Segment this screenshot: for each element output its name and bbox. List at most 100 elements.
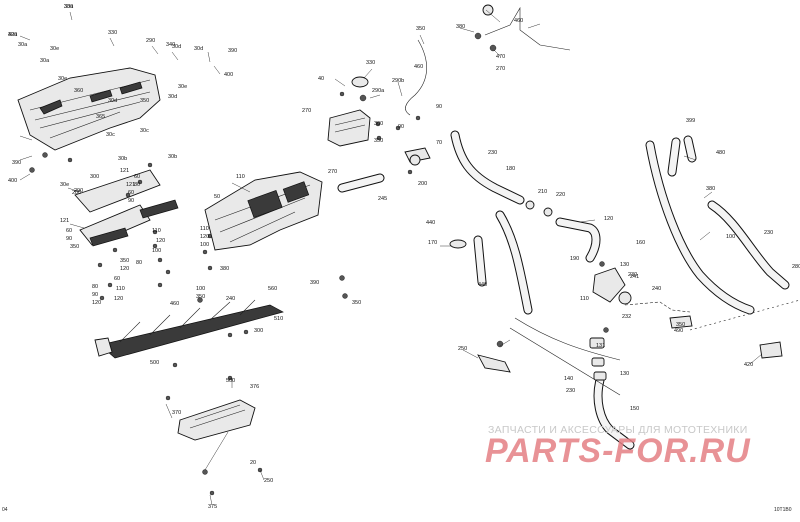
callout-label: 121 [126, 182, 135, 188]
hose-380-left [449, 235, 487, 287]
callout-label: 560 [268, 286, 277, 292]
callout-label: 30a [40, 58, 50, 64]
callout-label: 365 [96, 114, 105, 120]
leader-lines [19, 9, 763, 506]
clamp-235 [477, 340, 511, 373]
callout-label: 80 [92, 284, 98, 290]
callout-label: 90 [66, 236, 72, 242]
callout-label: 90 [92, 292, 98, 298]
callout-label: 30a [18, 42, 28, 48]
corner-code-left: 04 [2, 507, 8, 513]
callout-label: 280 [792, 264, 800, 270]
callout-label: 30a [8, 32, 18, 38]
lower-bar-assembly [94, 297, 284, 368]
callout-label: 30d [108, 98, 117, 104]
clamp-350 [759, 341, 783, 359]
callout-label: 120 [92, 300, 101, 306]
callout-label: 350 [196, 294, 205, 300]
callout-label: 230 [628, 272, 637, 278]
callout-label: 30e [50, 46, 59, 52]
callout-label: 110 [152, 228, 161, 234]
small-fasteners-center [339, 275, 348, 299]
hose-380-right [667, 135, 697, 177]
callout-label: 280 [72, 190, 81, 196]
hose-190 [337, 173, 385, 193]
callout-label: 300 [254, 328, 263, 334]
callout-label: 350 [374, 138, 383, 144]
callout-label: 230 [488, 150, 497, 156]
callout-label: 380 [220, 266, 229, 272]
callout-label: 110 [200, 226, 209, 232]
hose-110 [645, 140, 755, 315]
callout-label: 250 [264, 478, 273, 484]
callout-label: 120 [604, 216, 613, 222]
hose-470 [474, 4, 571, 52]
callout-label: 120 [156, 238, 165, 244]
callout-label: 470 [496, 54, 505, 60]
callout-label: 340 [166, 42, 175, 48]
corner-code-right: 10T1B0 [774, 507, 792, 513]
callout-label: 390 [310, 280, 319, 286]
callout-label: 240 [226, 296, 235, 302]
callout-label: 30c [106, 132, 115, 138]
callout-label: 120 [114, 296, 123, 302]
callout-label: 375 [208, 504, 217, 510]
callout-label: 460 [414, 64, 423, 70]
callout-label: 30e [60, 182, 69, 188]
callout-label: 110 [116, 286, 125, 292]
callout-label: 120 [200, 234, 209, 240]
callout-label: 60 [66, 228, 72, 234]
callout-label: 60 [134, 174, 140, 180]
callout-label: 30b [168, 154, 177, 160]
callout-label: 232 [622, 314, 631, 320]
callout-label: 510 [274, 316, 283, 322]
watermark-caption: ЗАПЧАСТИ И АКСЕССУАРЫ ДЛЯ МОТОТЕХНИКИ [488, 424, 748, 436]
callout-label: 290 [74, 188, 83, 194]
upper-shroud-assembly [17, 67, 161, 173]
callout-label: 420 [8, 32, 17, 38]
hose-180 [450, 130, 553, 217]
callout-label: 190 [570, 256, 579, 262]
callout-label: 230 [566, 388, 575, 394]
callout-label: 30d [194, 46, 203, 52]
callout-label: 250 [458, 346, 467, 352]
callout-label: 240 [652, 286, 661, 292]
pump-housing-330 [592, 261, 632, 305]
callout-label: 380 [706, 186, 715, 192]
hose-160 [707, 200, 790, 290]
callout-label: 30c [140, 128, 149, 134]
callout-label: 500 [226, 378, 235, 384]
callout-label: 150 [630, 406, 639, 412]
callout-label: 270 [496, 66, 505, 72]
callout-label: 500 [150, 360, 159, 366]
callout-label: 360 [74, 88, 83, 94]
callout-label: 330 [64, 4, 73, 10]
callout-label: 440 [478, 282, 487, 288]
right-rack [624, 299, 800, 331]
watermark-logo: PARTS-FOR.RU [485, 432, 751, 470]
callout-label: 130 [620, 371, 629, 377]
callout-label: 40 [318, 76, 324, 82]
callout-label: 60 [128, 190, 134, 196]
callout-label: 220 [556, 192, 565, 198]
callout-label: 330 [366, 60, 375, 66]
callout-label: 180 [506, 166, 515, 172]
callout-label: 330 [108, 30, 117, 36]
callout-label: 350 [416, 26, 425, 32]
hose-150 [593, 375, 635, 450]
callout-label: 350 [352, 300, 361, 306]
callout-label: 460 [514, 18, 523, 24]
callout-label: 110 [580, 296, 589, 302]
callout-label: 350 [70, 244, 79, 250]
coolant-reservoir [327, 76, 382, 147]
callout-label: 390 [12, 160, 21, 166]
callout-label: 131 [596, 343, 605, 349]
callout-label: 80 [134, 182, 140, 188]
callout-label: 370 [172, 410, 181, 416]
callout-label: 90 [398, 124, 404, 130]
callout-label: 80 [136, 260, 142, 266]
callout-label: 440 [426, 220, 435, 226]
callout-label: 230 [764, 230, 773, 236]
